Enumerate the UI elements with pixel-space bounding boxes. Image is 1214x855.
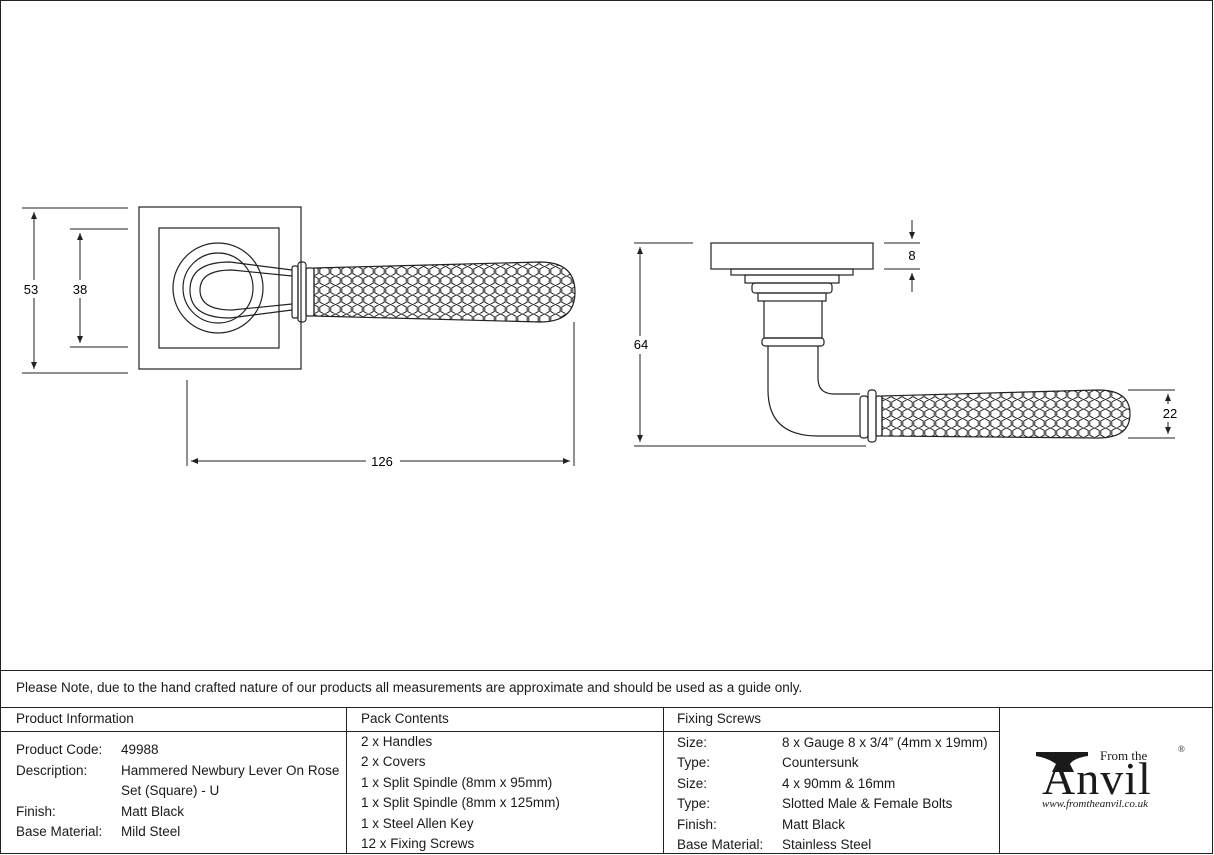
product-info-heading: Product Information: [16, 711, 134, 726]
front-view: [138, 206, 576, 370]
screw-finish-value: Matt Black: [782, 817, 846, 832]
measurement-note: Please Note, due to the hand crafted nat…: [16, 680, 803, 695]
lever-grip-hammered: [313, 261, 576, 323]
list-item: 1 x Split Spindle (8mm x 95mm): [361, 775, 553, 790]
rose-collar-inner: [182, 252, 254, 324]
divider: [1, 731, 1000, 732]
finish-label: Finish:: [16, 804, 56, 819]
lever-collar: [291, 265, 299, 319]
dim-label-126: 126: [371, 454, 393, 469]
bolt-type-value: Slotted Male & Female Bolts: [782, 796, 953, 811]
description-value-cont: Set (Square) - U: [121, 783, 220, 798]
screw-finish-label: Finish:: [677, 817, 717, 832]
list-item: 2 x Handles: [361, 734, 433, 749]
screw-material-label: Base Material:: [677, 837, 764, 852]
pack-contents-heading: Pack Contents: [361, 711, 449, 726]
description-value: Hammered Newbury Lever On Rose: [121, 763, 340, 778]
screw-material-value: Stainless Steel: [782, 837, 872, 852]
anvil-icon: [1036, 752, 1088, 772]
divider: [663, 707, 664, 854]
bolt-type-label: Type:: [677, 796, 711, 811]
product-code-value: 49988: [121, 742, 159, 757]
list-item: 1 x Split Spindle (8mm x 125mm): [361, 795, 560, 810]
divider: [1, 670, 1213, 671]
spindle-housing: [763, 301, 823, 339]
product-code-label: Product Code:: [16, 742, 103, 757]
logo-wordmark: Anvil: [1042, 753, 1152, 804]
technical-drawing: 53 38 126 64 8 22: [22, 206, 1178, 469]
list-item: 1 x Steel Allen Key: [361, 816, 474, 831]
logo-url: www.fromtheanvil.co.uk: [1042, 798, 1149, 810]
rose-plate-side: [710, 242, 874, 270]
divider: [1, 707, 1213, 708]
front-dimensions: [22, 207, 575, 466]
dim-label-38: 38: [73, 282, 87, 297]
divider: [999, 707, 1000, 854]
screw-size-label: Size:: [677, 735, 708, 750]
bolt-size-value: 4 x 90mm & 16mm: [782, 776, 896, 791]
list-item: 2 x Covers: [361, 754, 426, 769]
screw-type-value: Countersunk: [782, 755, 859, 770]
logo-registered-mark: ®: [1178, 744, 1185, 754]
base-material-label: Base Material:: [16, 824, 103, 839]
lever-elbow: [767, 346, 860, 437]
dim-label-22: 22: [1163, 406, 1177, 421]
dim-label-8: 8: [908, 248, 915, 263]
description-label: Description:: [16, 763, 88, 778]
fixing-screws-heading: Fixing Screws: [677, 711, 762, 726]
rose-outer-square: [138, 206, 302, 370]
divider: [346, 707, 347, 854]
screw-size-value: 8 x Gauge 8 x 3/4” (4mm x 19mm): [782, 735, 988, 750]
base-material-value: Mild Steel: [121, 824, 181, 839]
side-view: [710, 242, 1131, 443]
finish-value: Matt Black: [121, 804, 185, 819]
anvil-logo: From the ® Anvil www.fromtheanvil.co.uk: [1030, 744, 1190, 824]
logo-from-text: From the: [1100, 748, 1148, 763]
lever-neck: [189, 261, 293, 319]
dim-label-53: 53: [24, 282, 38, 297]
bolt-size-label: Size:: [677, 776, 708, 791]
side-grip-hammered: [881, 389, 1131, 439]
rose-collar-outer: [172, 242, 264, 334]
side-collar: [859, 395, 869, 439]
list-item: 12 x Fixing Screws: [361, 836, 475, 851]
dim-label-64: 64: [634, 337, 648, 352]
screw-type-label: Type:: [677, 755, 711, 770]
rose-inner-square: [158, 227, 280, 349]
